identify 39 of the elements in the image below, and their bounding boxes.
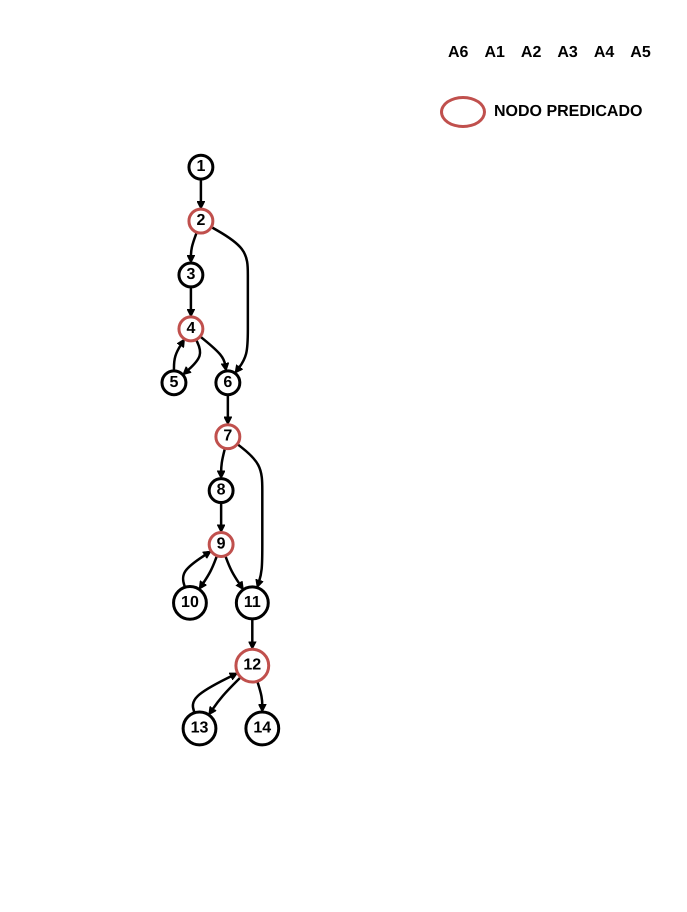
arrow bbox=[256, 680, 266, 712]
arrow bbox=[248, 618, 256, 650]
arrow bbox=[208, 676, 242, 716]
region-label: A6 bbox=[448, 44, 468, 62]
legend-text: NODO PREDICADO bbox=[494, 103, 642, 121]
node-circle: 3 bbox=[177, 262, 204, 288]
region-label: A3 bbox=[557, 44, 578, 62]
node-circle: 10 bbox=[172, 584, 208, 621]
node-circle: 5 bbox=[160, 369, 188, 396]
arrow bbox=[186, 232, 198, 264]
node-circle: 12 bbox=[234, 648, 270, 684]
arrow bbox=[181, 550, 212, 588]
node-circle: 1 bbox=[187, 154, 214, 181]
arrow bbox=[198, 555, 218, 590]
arrow bbox=[191, 672, 238, 714]
arrow bbox=[223, 394, 232, 426]
node-circle: 7 bbox=[214, 423, 241, 450]
node-circle: 4 bbox=[177, 315, 204, 342]
region-label: A2 bbox=[520, 44, 542, 62]
region-label: A5 bbox=[630, 44, 651, 62]
arrow bbox=[210, 226, 249, 374]
arrow bbox=[182, 339, 201, 376]
arrow bbox=[224, 555, 244, 590]
arrow bbox=[172, 338, 185, 371]
arrow bbox=[216, 448, 226, 480]
node-circle: 6 bbox=[214, 369, 241, 396]
arrow bbox=[186, 286, 195, 318]
node-circle: 9 bbox=[207, 531, 234, 558]
arrow bbox=[196, 179, 205, 210]
arrow bbox=[199, 335, 229, 372]
node-circle: 11 bbox=[234, 585, 270, 620]
node-circle: 2 bbox=[187, 208, 214, 235]
region-label: A4 bbox=[594, 44, 614, 62]
node-circle: 8 bbox=[207, 477, 234, 504]
arrow bbox=[216, 502, 226, 533]
region-label: A1 bbox=[484, 44, 505, 62]
node-circle: 13 bbox=[181, 710, 218, 746]
arrow bbox=[236, 443, 264, 588]
node-circle: 14 bbox=[244, 710, 280, 746]
